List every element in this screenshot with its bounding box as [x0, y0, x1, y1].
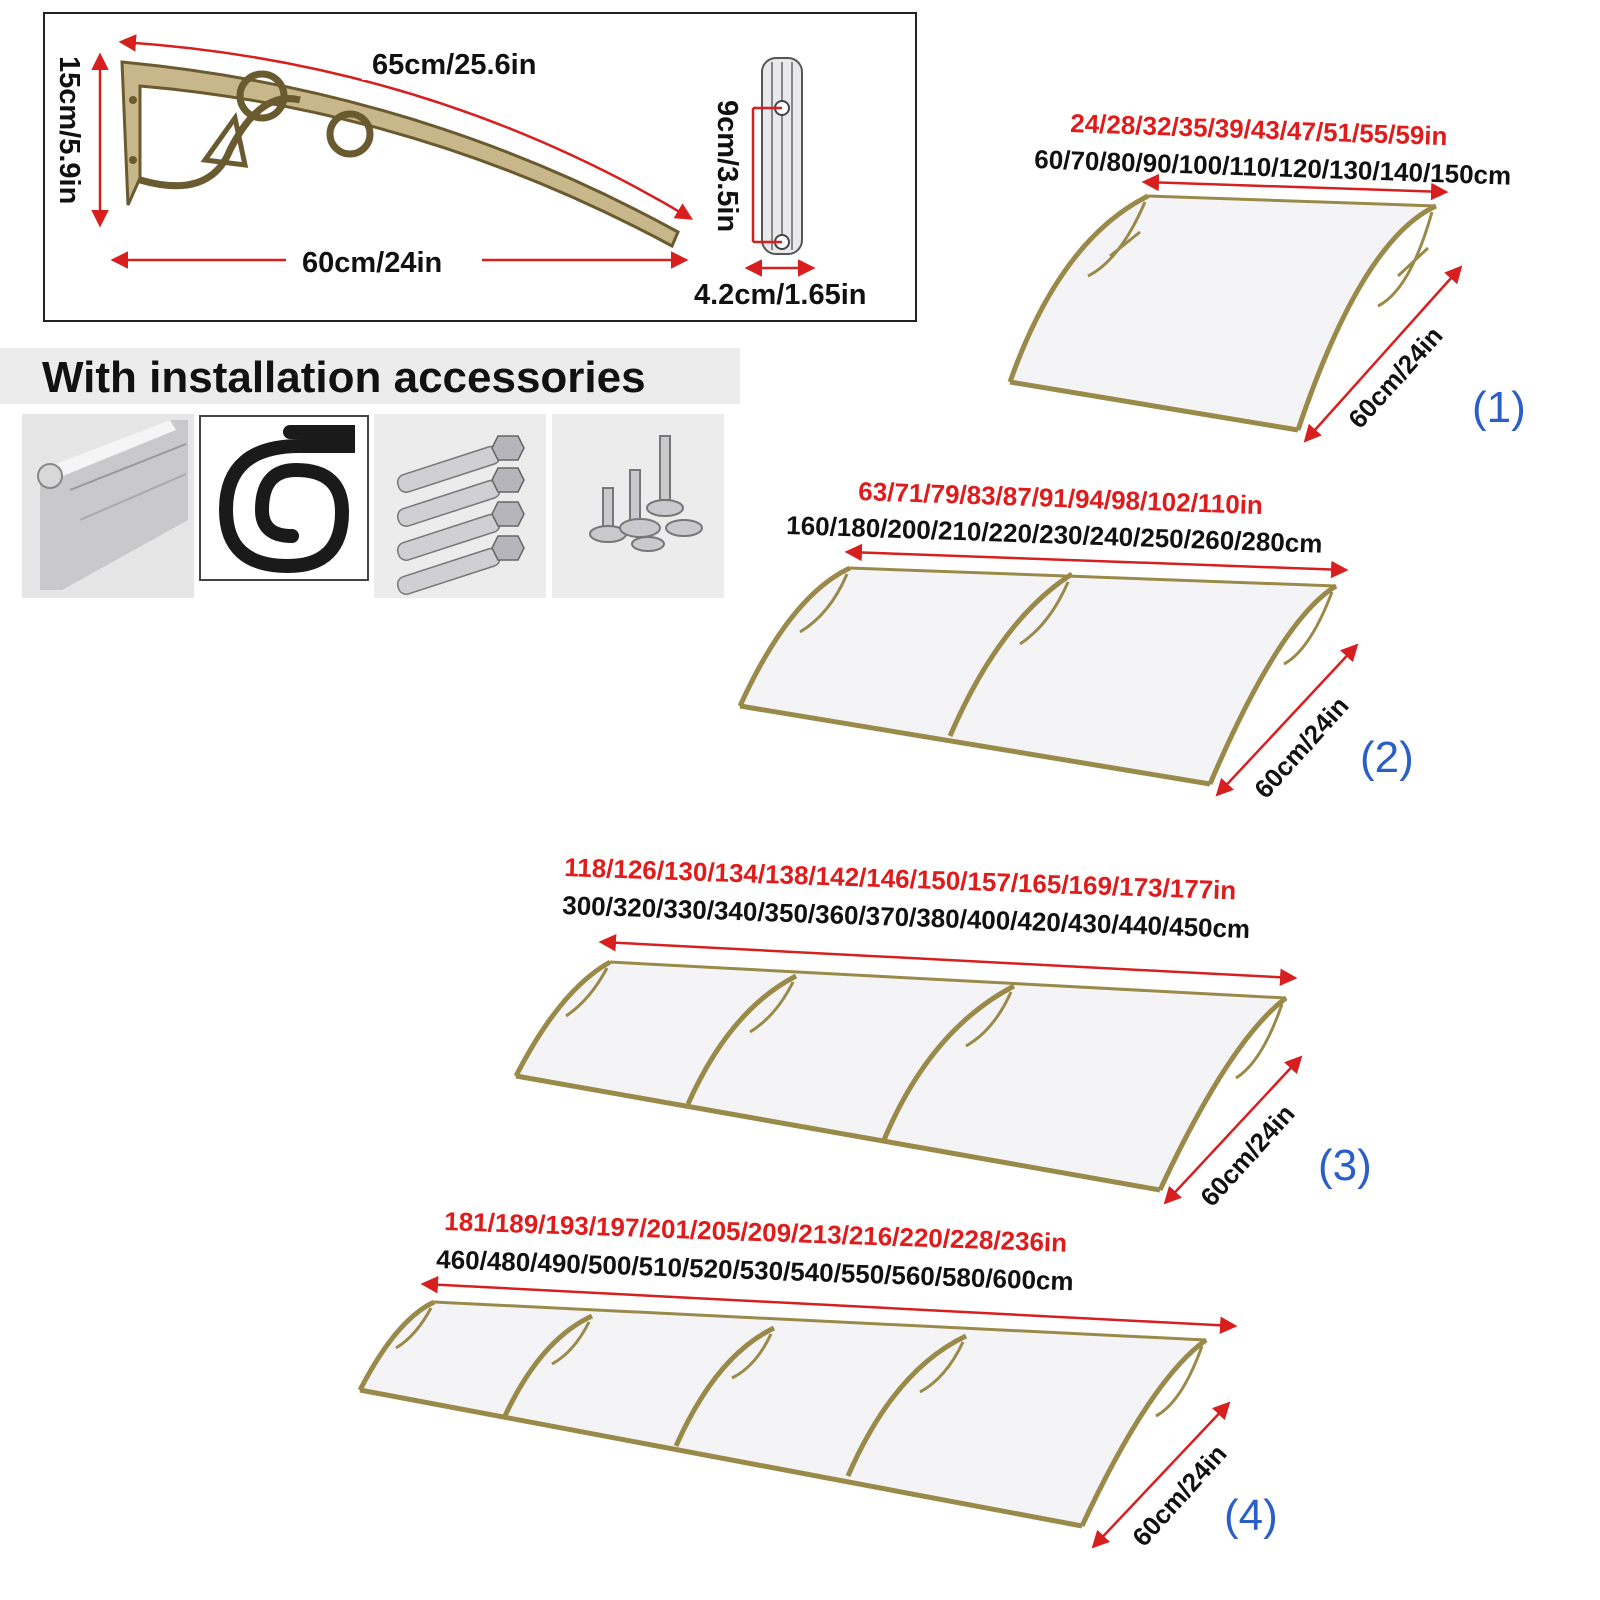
accessories-section: With installation accessories [0, 348, 740, 598]
canopy-1-cm: 60/70/80/90/100/110/120/130/140/150cm [1034, 144, 1512, 191]
self-drilling-screws-image [552, 414, 724, 598]
canopy-4-label: (4) [1224, 1491, 1278, 1540]
canopy-4: 181/189/193/197/201/205/209/213/216/220/… [357, 1206, 1278, 1552]
canopy-1-label: (1) [1472, 383, 1526, 432]
accessories-heading: With installation accessories [42, 353, 646, 402]
canopy-1-inches: 24/28/32/35/39/43/47/51/55/59in [1070, 108, 1448, 151]
canopy-1-width-arrow [1141, 173, 1449, 201]
canopy-3-label: (3) [1318, 1141, 1372, 1190]
canopy-2-label: (2) [1360, 733, 1414, 782]
arc-length-label: 65cm/25.6in [372, 49, 536, 81]
plate-height-label: 9cm/3.5in [711, 100, 743, 232]
wall-plate-icon [761, 57, 803, 255]
canopy-2-depth-arrow [1215, 643, 1359, 797]
canopy-2-depth: 60cm/24in [1248, 690, 1354, 804]
arc-length-arrow [118, 34, 694, 220]
plate-width-label: 4.2cm/1.65in [694, 279, 867, 311]
canopy-3-depth-arrow [1163, 1055, 1303, 1205]
canopy-3-width-arrow [598, 933, 1298, 987]
canopy-1-depth-arrow [1303, 265, 1463, 443]
canopy-2-width-arrow [844, 543, 1349, 579]
accessories-heading-bar [0, 348, 740, 404]
canopy-4-width-arrow [420, 1275, 1238, 1335]
height-label: 15cm/5.9in [53, 56, 85, 204]
canopy-4-depth-arrow [1091, 1401, 1231, 1549]
aluminium-rail-image [22, 414, 194, 598]
depth-label: 60cm/24in [302, 247, 442, 279]
expansion-bolts-image [374, 414, 546, 598]
canopy-3: 118/126/130/134/138/142/146/150/157/165/… [513, 852, 1372, 1212]
canopy-2: 63/71/79/83/87/91/94/98/102/110in 160/18… [737, 476, 1414, 804]
bracket-spec-panel: 65cm/25.6in 15cm/5.9in 60cm/24in 9cm/3.5… [43, 12, 917, 322]
rubber-seal-image [199, 415, 369, 581]
canopy-2-inches: 63/71/79/83/87/91/94/98/102/110in [858, 476, 1264, 520]
canopy-1-depth: 60cm/24in [1342, 320, 1448, 434]
canopy-1: 24/28/32/35/39/43/47/51/55/59in 60/70/80… [1007, 108, 1526, 443]
